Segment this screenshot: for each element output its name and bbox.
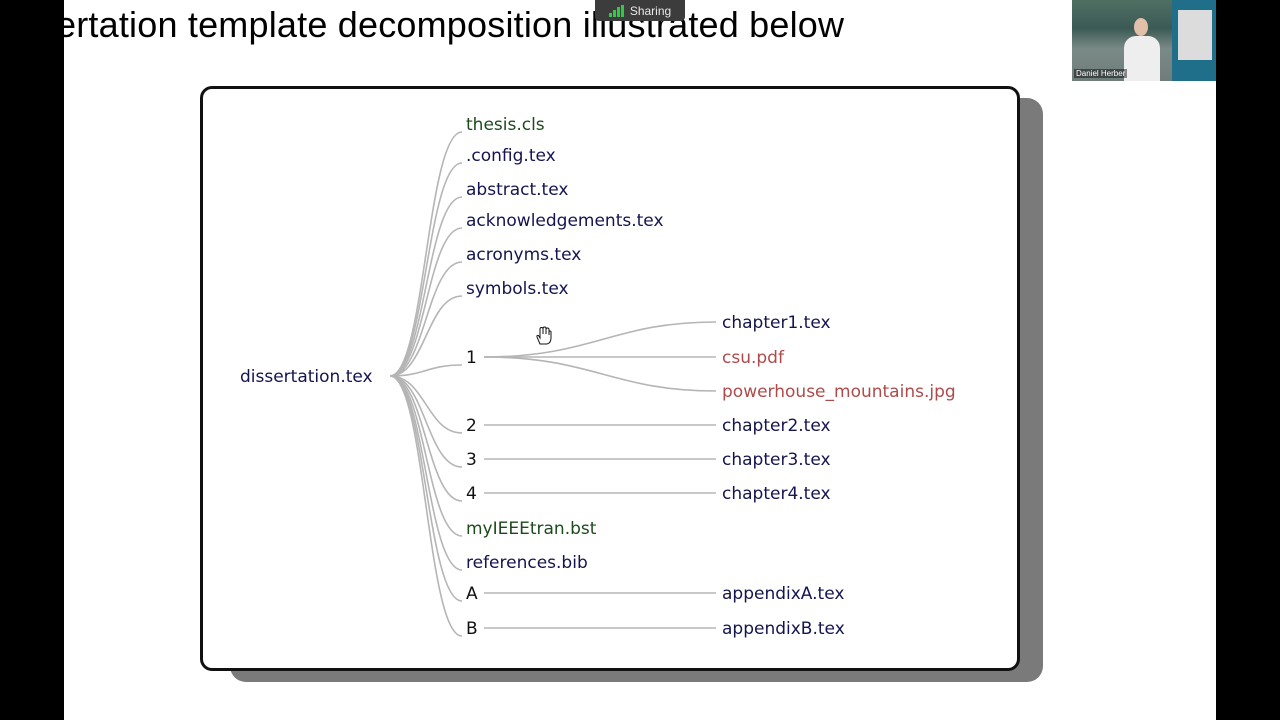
tree-node-label: acknowledgements.tex <box>466 211 664 231</box>
tree-node-label: 1 <box>466 348 477 368</box>
participant-video-tile[interactable]: Daniel Herber <box>1072 0 1216 81</box>
tree-leaf-label: powerhouse_mountains.jpg <box>722 382 956 402</box>
sharing-label: Sharing <box>629 3 672 18</box>
tree-edge <box>389 364 463 377</box>
tree-leaf-label: chapter4.tex <box>722 484 831 504</box>
tree-node-label: .config.tex <box>466 146 556 166</box>
tree-edge <box>389 375 463 537</box>
presentation-slide: ertation template decomposition illustra… <box>64 0 1216 720</box>
tree-leaf-label: appendixB.tex <box>722 619 845 639</box>
tree-leaf-label: csu.pdf <box>722 348 785 368</box>
tree-leaf-label: chapter1.tex <box>722 313 831 333</box>
tree-edge <box>483 356 717 392</box>
hand-cursor-icon <box>536 326 552 345</box>
tree-node-label: B <box>466 619 478 639</box>
tree-edge <box>389 131 463 377</box>
tree-edge <box>389 196 463 377</box>
tree-edge <box>389 227 463 377</box>
participant-name: Daniel Herber <box>1074 69 1128 78</box>
tree-node-label: myIEEEtran.bst <box>466 519 597 539</box>
file-tree-diagram: dissertation.tex thesis.cls .config.tex abs… <box>240 115 956 639</box>
tree-edge <box>483 321 717 358</box>
tree-node-label: 3 <box>466 450 477 470</box>
participant-figure <box>1124 36 1160 81</box>
video-background-board <box>1178 10 1212 60</box>
tree-node-label: 2 <box>466 416 477 436</box>
signal-bars-icon <box>608 4 624 17</box>
tree-node-label: symbols.tex <box>466 279 569 299</box>
slide-title: ertation template decomposition illustra… <box>64 4 845 45</box>
tree-edge <box>389 375 463 637</box>
tree-node-label: references.bib <box>466 553 588 573</box>
tree-leaf-label: chapter2.tex <box>722 416 831 436</box>
tree-node-label: abstract.tex <box>466 180 568 200</box>
tree-edge <box>389 375 463 434</box>
tree-leaf-label: chapter3.tex <box>722 450 831 470</box>
tree-node-label: 4 <box>466 484 477 504</box>
root-node-label: dissertation.tex <box>240 367 373 387</box>
participant-head <box>1134 18 1148 36</box>
diagram-card <box>200 86 1020 671</box>
tree-edges <box>389 131 717 637</box>
tree-node-label: thesis.cls <box>466 115 545 135</box>
tree-edge <box>389 261 463 377</box>
tree-edge <box>389 375 463 602</box>
tree-leaf-label: appendixA.tex <box>722 584 844 604</box>
sharing-indicator[interactable]: Sharing <box>595 0 685 21</box>
tree-edge <box>389 162 463 377</box>
tree-node-label: acronyms.tex <box>466 245 581 265</box>
tree-edge <box>389 375 463 502</box>
tree-node-label: A <box>466 584 478 604</box>
tree-labels: dissertation.tex thesis.cls .config.tex abs… <box>240 115 956 639</box>
tree-edge <box>389 295 463 377</box>
